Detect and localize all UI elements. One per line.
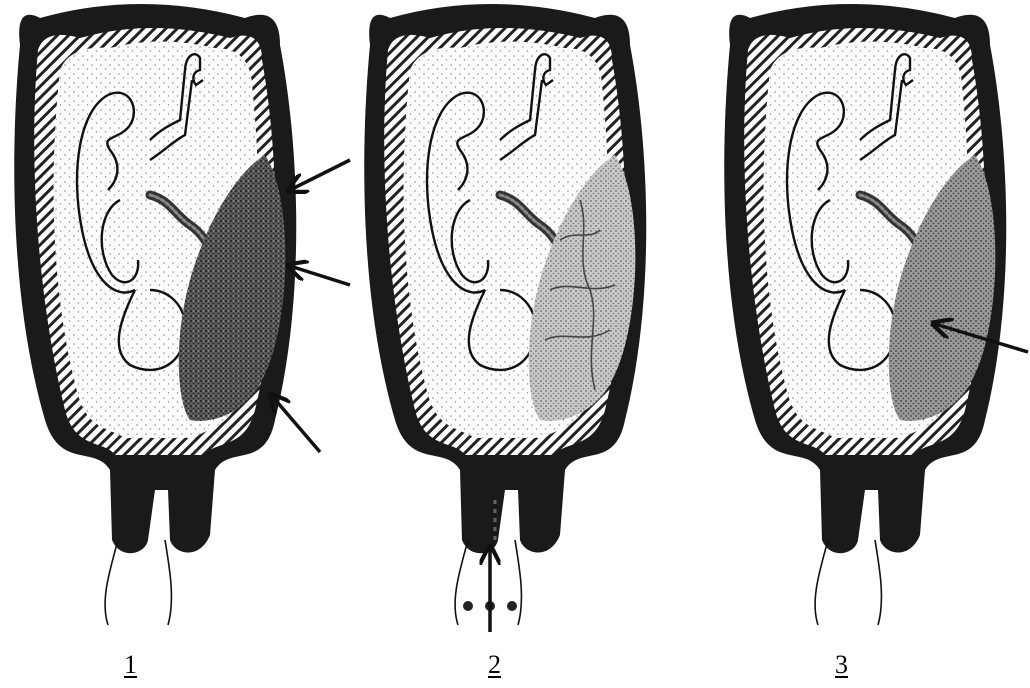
panel-2 <box>364 4 646 632</box>
panel-3-label: 3 <box>835 650 848 680</box>
panel-2-label: 2 <box>488 650 501 680</box>
panel-3 <box>724 4 1028 625</box>
panel-1 <box>14 4 350 625</box>
panel-1-label: 1 <box>124 650 137 680</box>
arrow-middle <box>290 266 350 285</box>
arrow-upper <box>290 160 350 190</box>
arrow-lower <box>272 396 320 452</box>
